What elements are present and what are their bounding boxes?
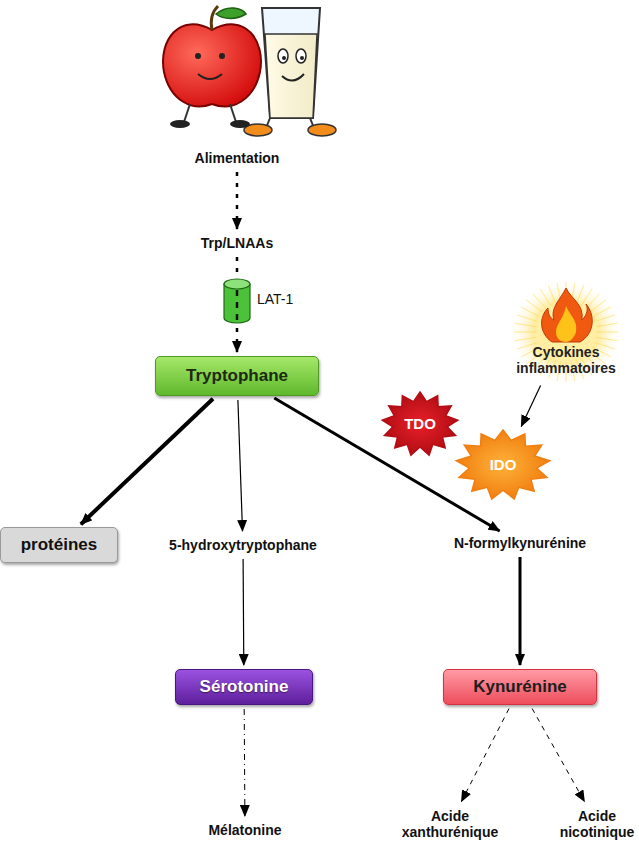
node-text: Trp/LNAAs [201, 235, 273, 251]
pathway-arrow [274, 398, 499, 531]
inflammation-burst: Cytokines inflammatoires [498, 282, 634, 382]
pathway-arrow [521, 386, 540, 427]
enzyme-star: TDO [382, 392, 458, 456]
flame-shape [542, 288, 593, 342]
metabolite-label: 5-hydroxytryptophane [148, 535, 338, 555]
metabolite-label: Acide nicotinique [556, 805, 638, 843]
pathway-arrow [462, 709, 510, 802]
pass-through-line [236, 290, 239, 322]
input-label: Trp/LNAAs [177, 233, 297, 253]
transporter-cylinder: LAT-1 [223, 278, 251, 324]
node-text: Tryptophane [186, 366, 288, 386]
metabolite-label: N-formylkynurénine [428, 533, 612, 553]
node-text: 5-hydroxytryptophane [169, 537, 317, 553]
source-label: Alimentation [162, 148, 312, 168]
node-text: LAT-1 [257, 291, 293, 307]
node-text: TDO [404, 415, 436, 432]
starburst-shape [382, 392, 457, 455]
pathway-arrow [532, 709, 584, 802]
node-text: Kynurénine [473, 677, 567, 697]
cylinder-top [224, 279, 250, 289]
metabolite-label: Mélatonine [190, 820, 300, 840]
enzyme-star: IDO [456, 430, 550, 500]
pathway-arrow [236, 328, 239, 352]
process-box: protéines [0, 527, 118, 563]
pathway-arrow [244, 709, 246, 816]
starburst-shape [456, 430, 549, 499]
process-box: Sérotonine [175, 669, 313, 705]
node-text: Mélatonine [208, 822, 281, 838]
pathway-arrow [236, 172, 239, 229]
node-text: Sérotonine [200, 677, 289, 697]
pathway-arrow [81, 399, 213, 524]
node-text: Acide xanthurénique [392, 808, 508, 840]
node-text: Cytokines inflammatoires [498, 344, 634, 376]
node-text: Alimentation [195, 150, 280, 166]
pathway-arrow [238, 400, 243, 531]
pathway-arrow [519, 557, 522, 665]
node-text: Acide nicotinique [556, 808, 638, 840]
cylinder-body [224, 284, 250, 323]
cylinder-outline [223, 278, 251, 324]
metabolite-label: Acide xanthurénique [392, 805, 508, 843]
food-illustration [150, 0, 340, 140]
pathway-arrow [236, 257, 239, 274]
flame-core [556, 306, 576, 342]
node-text: N-formylkynurénine [454, 535, 586, 551]
process-box: Tryptophane [155, 356, 319, 396]
node-text: protéines [21, 535, 98, 555]
process-box: Kynurénine [443, 669, 597, 705]
node-text: IDO [490, 456, 517, 473]
pathway-arrow [243, 559, 245, 665]
